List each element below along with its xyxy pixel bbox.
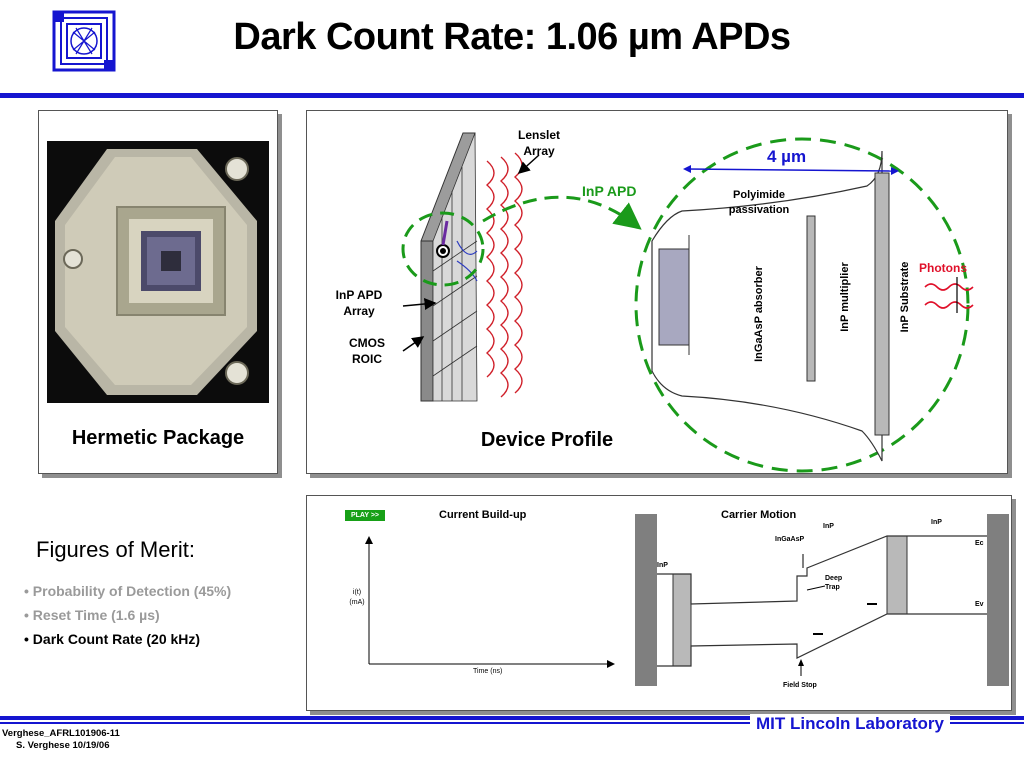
ingaasp-label: InGaAsP xyxy=(775,536,805,543)
footer-author-date: S. Verghese 10/19/06 xyxy=(16,740,110,751)
profile-caption: Device Profile xyxy=(480,429,614,451)
cmos-roic-label: CMOS ROIC xyxy=(349,336,385,366)
merit-item: • Dark Count Rate (20 kHz) xyxy=(24,631,200,647)
carrier-motion-diagram xyxy=(365,514,1009,686)
footer-divider-thin xyxy=(0,722,1024,724)
play-button[interactable]: PLAY >> xyxy=(345,510,385,521)
multiplier-label: InP multiplier xyxy=(839,262,851,332)
carrier-motion-panel: PLAY >> Current Build-up i(t) (mA) Time … xyxy=(306,495,1012,711)
width-label: 4 µm xyxy=(767,147,807,166)
footer-reference: Verghese_AFRL101906-11 xyxy=(2,728,120,739)
field-stop-label: Field Stop xyxy=(783,682,817,689)
left-inp-label: InP xyxy=(657,562,668,569)
merit-dark-count: Dark Count Rate (20 kHz) xyxy=(32,631,201,647)
package-panel: Hermetic Package xyxy=(38,110,278,474)
device-profile-panel: Lenslet Array InP APD Array CMOS ROIC In… xyxy=(306,110,1008,474)
ec-label: Ec xyxy=(975,540,984,547)
lab-name: MIT Lincoln Laboratory xyxy=(750,714,950,734)
lenslet-label: Lenslet Array xyxy=(517,128,560,158)
carrier-motion-title: Carrier Motion xyxy=(721,509,797,521)
absorber-label: InGaAsP absorber xyxy=(753,266,765,362)
merit-item: • Probability of Detection (45%) xyxy=(24,583,231,599)
x-axis-label: Time (ns) xyxy=(473,668,503,675)
mid-inp-label: InP xyxy=(823,523,834,530)
bullet-icon: • xyxy=(24,607,33,623)
apd-array-label: InP APD Array xyxy=(335,288,383,318)
substrate-label: InP Substrate xyxy=(899,261,911,333)
merit-detection: Probability of Detection (45%) xyxy=(32,583,232,599)
package-caption: Hermetic Package xyxy=(71,427,245,449)
lincoln-lab-logo-icon xyxy=(52,10,116,72)
title-divider xyxy=(0,93,1024,98)
ev-label: Ev xyxy=(975,601,984,608)
right-inp-label: InP xyxy=(931,519,942,526)
bullet-icon: • xyxy=(24,583,33,599)
y-axis-label: i(t) (mA) xyxy=(349,589,365,606)
footer-divider xyxy=(0,716,1024,720)
bullet-icon: • xyxy=(24,631,33,647)
merit-item: • Reset Time (1.6 µs) xyxy=(24,607,160,623)
device-profile-diagram xyxy=(401,132,974,473)
photons-label: Photons xyxy=(919,261,967,275)
deep-trap-label: Deep Trap xyxy=(825,575,843,591)
polyimide-label: Polyimide passivation xyxy=(728,189,790,216)
page-title: Dark Count Rate: 1.06 µm APDs xyxy=(233,16,791,58)
figures-of-merit-title: Figures of Merit: xyxy=(36,537,195,562)
package-photo xyxy=(47,141,269,403)
current-buildup-title: Current Build-up xyxy=(439,509,527,521)
inp-apd-label: InP APD xyxy=(582,183,637,199)
merit-reset-time: Reset Time (1.6 µs) xyxy=(32,607,160,623)
